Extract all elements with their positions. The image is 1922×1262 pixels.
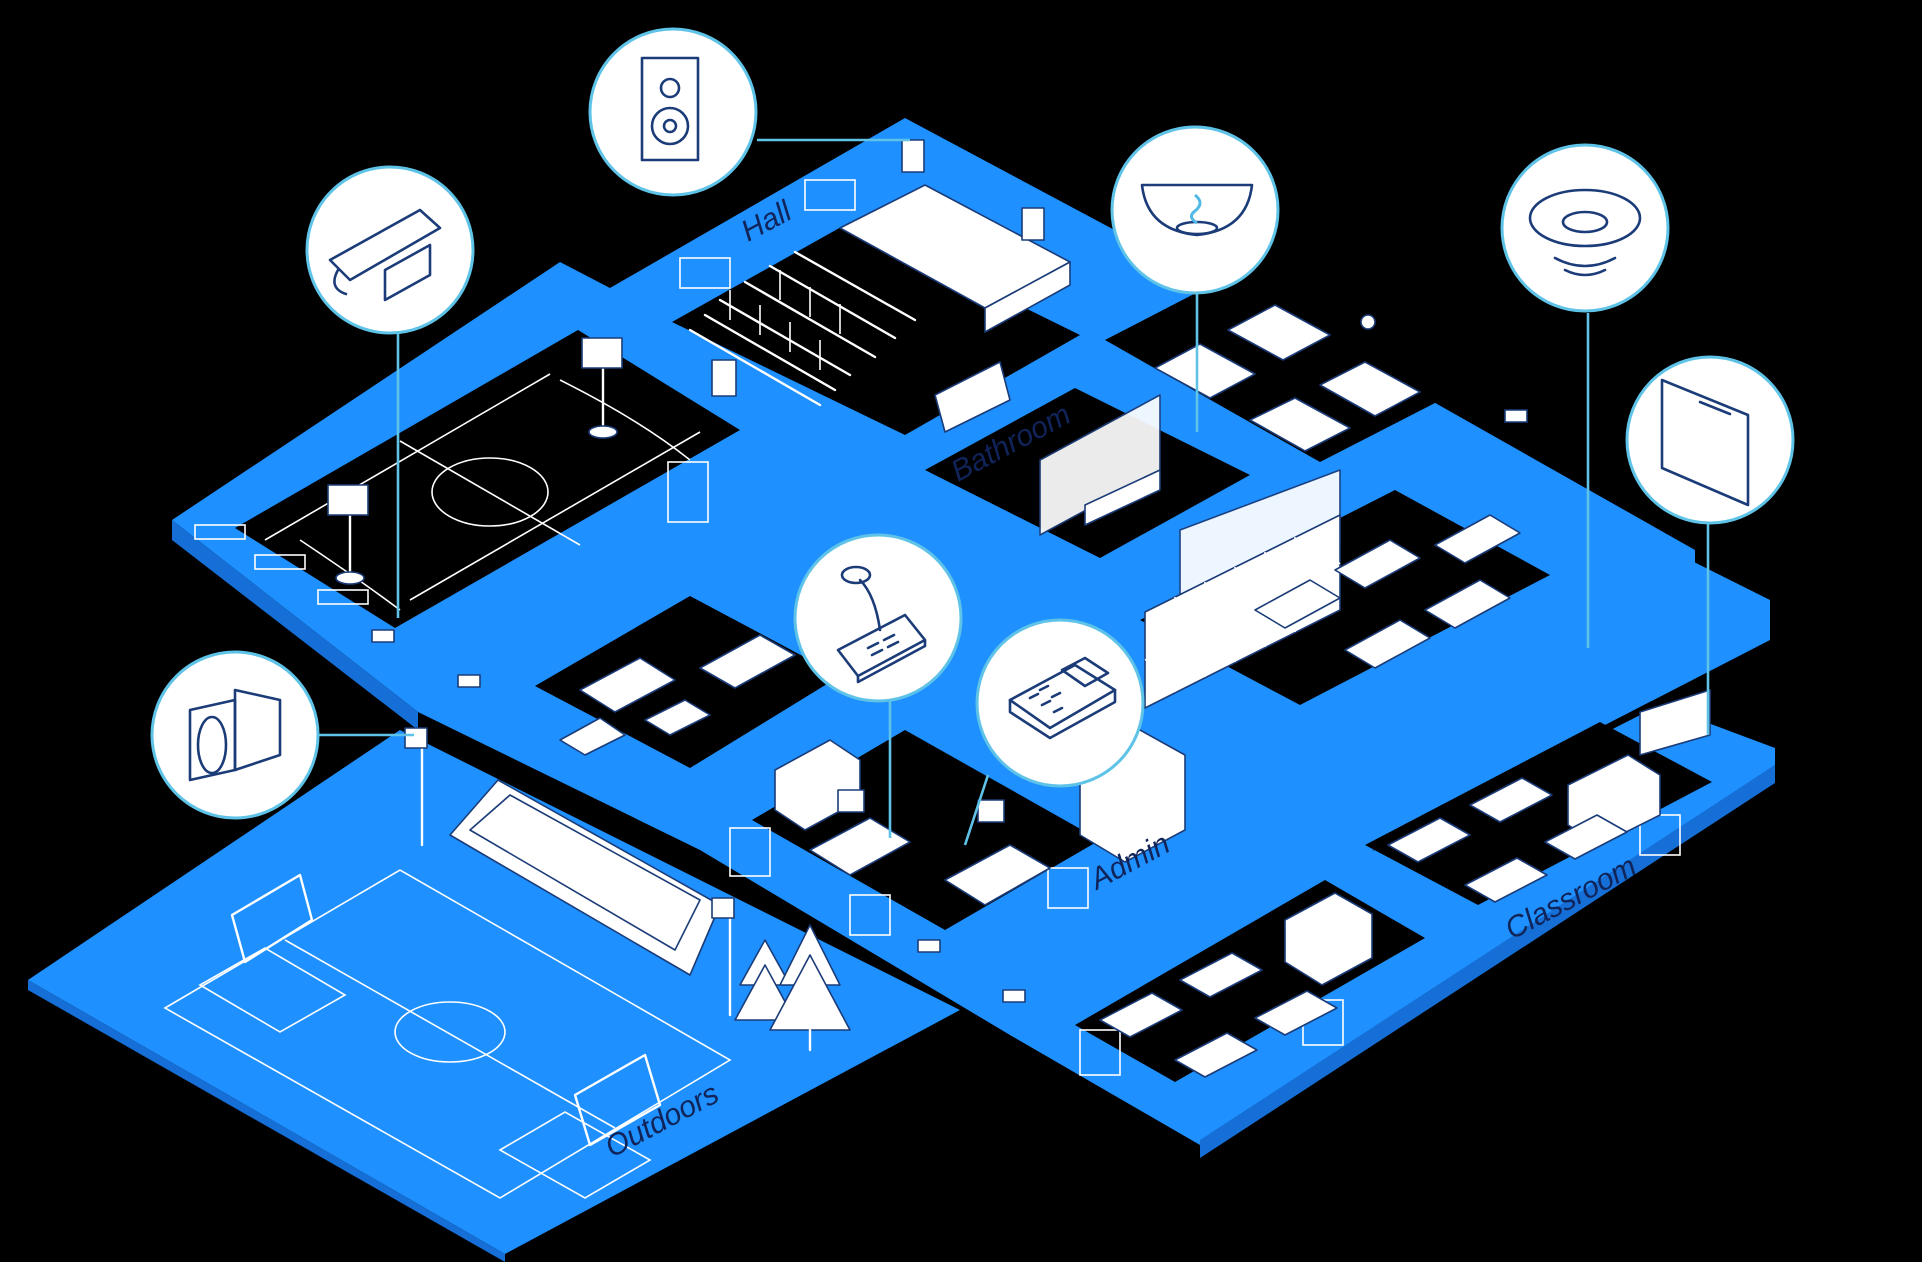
callout-ceiling-speaker xyxy=(1500,143,1670,313)
light-pole xyxy=(404,727,428,847)
ceiling-speaker-icon xyxy=(1528,188,1642,277)
callout-display xyxy=(1625,355,1795,525)
callout-smoke-detector xyxy=(1110,125,1280,295)
security-camera-icon xyxy=(328,208,442,302)
sofa xyxy=(699,634,796,689)
light-pole xyxy=(711,897,735,1017)
chair-rows xyxy=(688,250,917,407)
desk xyxy=(944,844,1051,906)
desk xyxy=(809,817,911,876)
callout-camera xyxy=(305,165,475,335)
basketball-hoop xyxy=(581,337,623,439)
sinks xyxy=(1084,469,1161,526)
lockers xyxy=(1144,514,1341,709)
basketball-court xyxy=(235,330,740,628)
hall-furniture xyxy=(688,139,1071,407)
trees xyxy=(734,924,851,1052)
coffee-table xyxy=(644,699,711,736)
display-screen-icon xyxy=(1660,378,1750,507)
callout-horn-speaker xyxy=(150,650,320,820)
sofa xyxy=(579,657,676,713)
callout-leaders xyxy=(318,138,1710,846)
callout-paging-microphone xyxy=(793,533,963,703)
wall-cameras xyxy=(371,409,1528,1003)
outdoors-field xyxy=(163,727,851,1199)
callout-phone xyxy=(975,618,1145,788)
tables xyxy=(1154,304,1421,452)
podium xyxy=(711,359,737,397)
whiteboard xyxy=(1639,689,1711,756)
desk-phone-icon xyxy=(1008,656,1117,740)
smoke-detector-icon xyxy=(1140,183,1254,237)
wall-speaker xyxy=(901,139,925,173)
soccer-goal xyxy=(573,1053,662,1147)
paging-microphone-icon xyxy=(836,565,927,684)
soccer-goal xyxy=(230,873,314,964)
basketball-hoop xyxy=(327,484,369,585)
monitor xyxy=(837,789,865,813)
outdoors-slab xyxy=(28,730,960,1254)
callout-speaker xyxy=(588,27,758,197)
teacher-desk xyxy=(1284,892,1373,986)
classroom-lower-furniture xyxy=(1099,892,1373,1078)
court-lines xyxy=(264,337,701,611)
wall-speaker xyxy=(1021,207,1045,241)
horn-speaker-icon xyxy=(188,688,282,782)
speaker-icon xyxy=(640,56,700,162)
classroom-upper-furniture xyxy=(1387,689,1711,903)
monitor xyxy=(977,799,1005,823)
lounge-furniture xyxy=(559,634,796,756)
study-desks xyxy=(1254,514,1521,669)
